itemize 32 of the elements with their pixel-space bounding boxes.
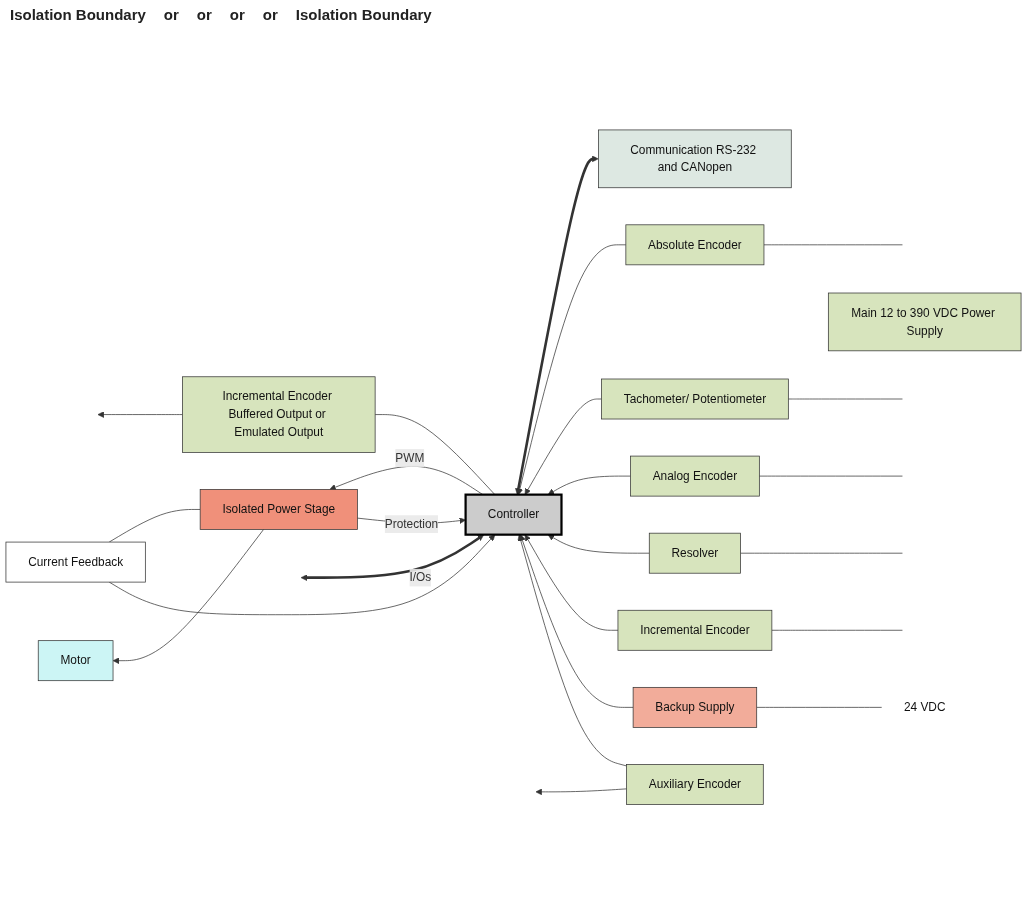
edge-label: PWM (395, 451, 425, 465)
node-box: Isolated Power Stage (199, 489, 358, 531)
arrow (300, 534, 484, 582)
node-box: Controller (464, 493, 563, 537)
note-text: Isolation Boundary (10, 6, 146, 23)
connector (763, 244, 903, 246)
connector (759, 476, 903, 477)
connector (756, 707, 883, 709)
node-box: Tachometer/ Potentiometer (601, 378, 789, 420)
note-text: Isolation Boundary (295, 6, 432, 23)
node-text: 24 VDC (903, 701, 946, 714)
node-box: Communication RS-232 and CANopen (598, 129, 792, 189)
connector (108, 509, 201, 543)
note-text: or (262, 6, 278, 23)
edge-label: Protection (384, 517, 439, 531)
node-box: Incremental Encoder Buffered Output or Emulated Output (182, 376, 376, 454)
node-box: Motor (37, 640, 114, 682)
node-box: Incremental Encoder (617, 610, 773, 651)
node-box: Auxiliary Encoder (626, 764, 764, 806)
node-box: Resolver (648, 533, 741, 574)
node-box: Main 12 to 390 VDC Power Supply (827, 292, 1022, 352)
connector (740, 553, 903, 554)
node-box: Backup Supply (632, 687, 758, 729)
node-box: Current Feedback (5, 542, 146, 583)
node-box: Analog Encoder (630, 456, 760, 497)
note-text: or (196, 6, 212, 23)
note-text: or (229, 6, 245, 23)
node-box: Absolute Encoder (625, 224, 765, 266)
connector (771, 630, 903, 631)
connector (788, 398, 903, 400)
edge-label: I/Os (409, 571, 432, 584)
note-text: or (163, 6, 179, 23)
